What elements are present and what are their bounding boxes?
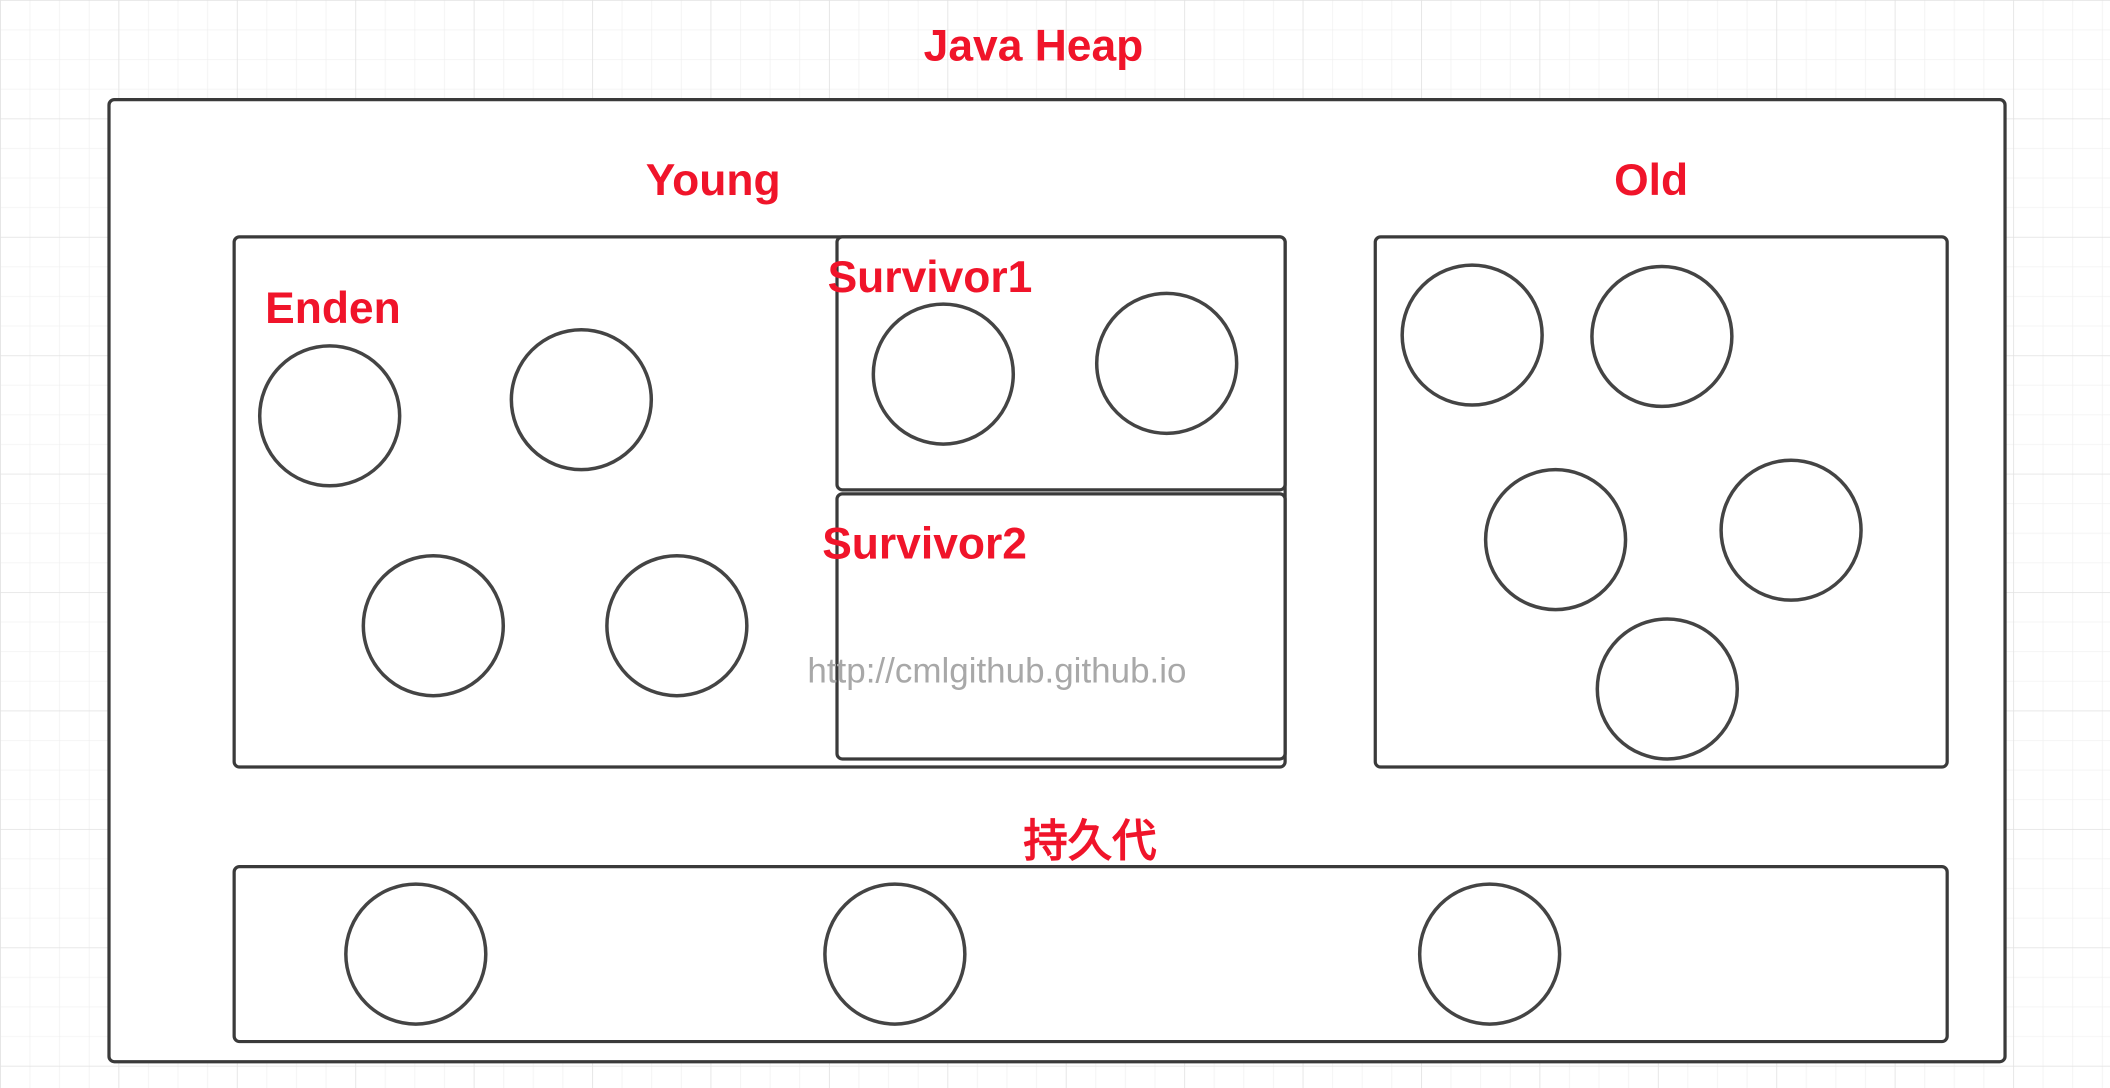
object-circle bbox=[257, 344, 402, 488]
survivor1-label: Survivor1 bbox=[828, 253, 1033, 302]
object-circle bbox=[1483, 467, 1628, 612]
object-circle bbox=[509, 327, 654, 472]
object-circle bbox=[1590, 264, 1734, 409]
eden-objects bbox=[257, 327, 749, 698]
object-circle bbox=[1094, 291, 1239, 436]
object-circle bbox=[823, 882, 967, 1026]
permanent-objects bbox=[344, 882, 1562, 1026]
object-circle bbox=[361, 554, 506, 698]
object-circle bbox=[1400, 263, 1544, 407]
survivor2-label: Survivor2 bbox=[822, 519, 1027, 568]
java-heap-title: Java Heap bbox=[924, 22, 1144, 71]
permanent-box bbox=[232, 865, 1949, 1044]
young-label: Young bbox=[646, 156, 781, 205]
permanent-label: 持久代 bbox=[1023, 817, 1157, 866]
survivor2-box bbox=[835, 492, 1287, 761]
object-circle bbox=[605, 554, 749, 698]
object-circle bbox=[1417, 882, 1562, 1026]
object-circle bbox=[344, 882, 488, 1026]
survivor1-objects bbox=[871, 291, 1239, 446]
object-circle bbox=[1595, 617, 1740, 761]
object-circle bbox=[871, 302, 1016, 446]
eden-label: Enden bbox=[265, 284, 401, 333]
old-label: Old bbox=[1614, 156, 1688, 205]
watermark: http://cmlgithub.github.io bbox=[807, 651, 1186, 690]
object-circle bbox=[1719, 458, 1863, 602]
old-objects bbox=[1400, 263, 1863, 761]
